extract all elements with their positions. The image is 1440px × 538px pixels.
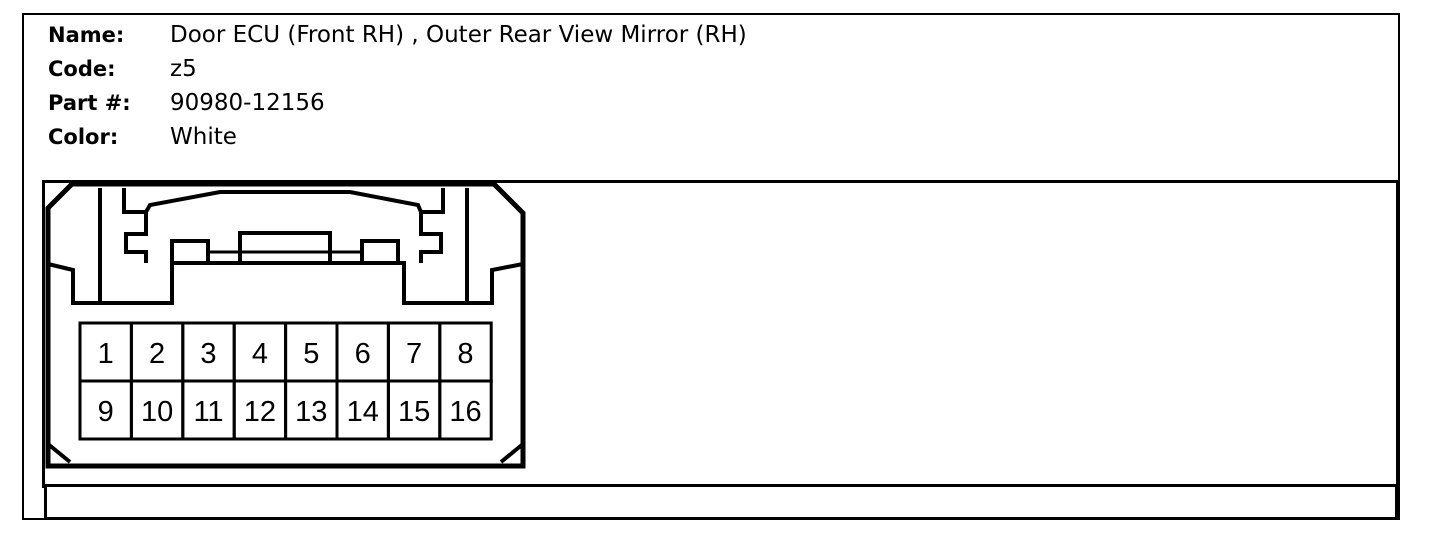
latch-right-tab [360, 239, 400, 265]
pin-label-5: 5 [303, 338, 319, 370]
pin-label-12: 12 [244, 396, 276, 428]
panel-right-border [1396, 182, 1399, 520]
connector-housing-outline [45, 181, 526, 469]
color-value: White [170, 124, 237, 150]
pin-label-7: 7 [406, 338, 422, 370]
part-number-value: 90980-12156 [170, 90, 325, 116]
header-divider [42, 180, 1398, 183]
pin-label-2: 2 [149, 338, 165, 370]
name-label: Name: [48, 23, 125, 47]
pin-label-3: 3 [200, 338, 216, 370]
pin-label-13: 13 [295, 396, 327, 428]
pin-label-16: 16 [449, 396, 481, 428]
pin-label-11: 11 [193, 396, 223, 428]
pin-label-6: 6 [355, 338, 371, 370]
color-label: Color: [48, 125, 119, 149]
footer-box [44, 484, 1398, 520]
latch-center-tab [238, 231, 332, 265]
pin-label-4: 4 [252, 338, 268, 370]
housing-left-notch [47, 188, 102, 305]
pin-label-8: 8 [457, 338, 473, 370]
housing-bottom-slants [46, 442, 525, 464]
part-number-row: Part #: 90980-12156 [48, 88, 325, 118]
code-value: z5 [170, 56, 197, 82]
name-value: Door ECU (Front RH) , Outer Rear View Mi… [170, 22, 747, 48]
color-row: Color: White [48, 122, 237, 152]
pin-label-15: 15 [398, 396, 430, 428]
code-row: Code: z5 [48, 54, 197, 84]
pin-label-9: 9 [98, 396, 114, 428]
code-label: Code: [48, 57, 116, 81]
pin-label-14: 14 [347, 396, 379, 428]
pin-label-1: 1 [98, 338, 114, 370]
name-row: Name: Door ECU (Front RH) , Outer Rear V… [48, 20, 747, 50]
part-number-label: Part #: [48, 91, 131, 115]
pin-label-10: 10 [141, 396, 173, 428]
pin-cell-16 [438, 379, 493, 441]
panel-left-border [42, 182, 45, 488]
latch-left-tab [170, 239, 210, 265]
connector-latch [98, 188, 469, 305]
